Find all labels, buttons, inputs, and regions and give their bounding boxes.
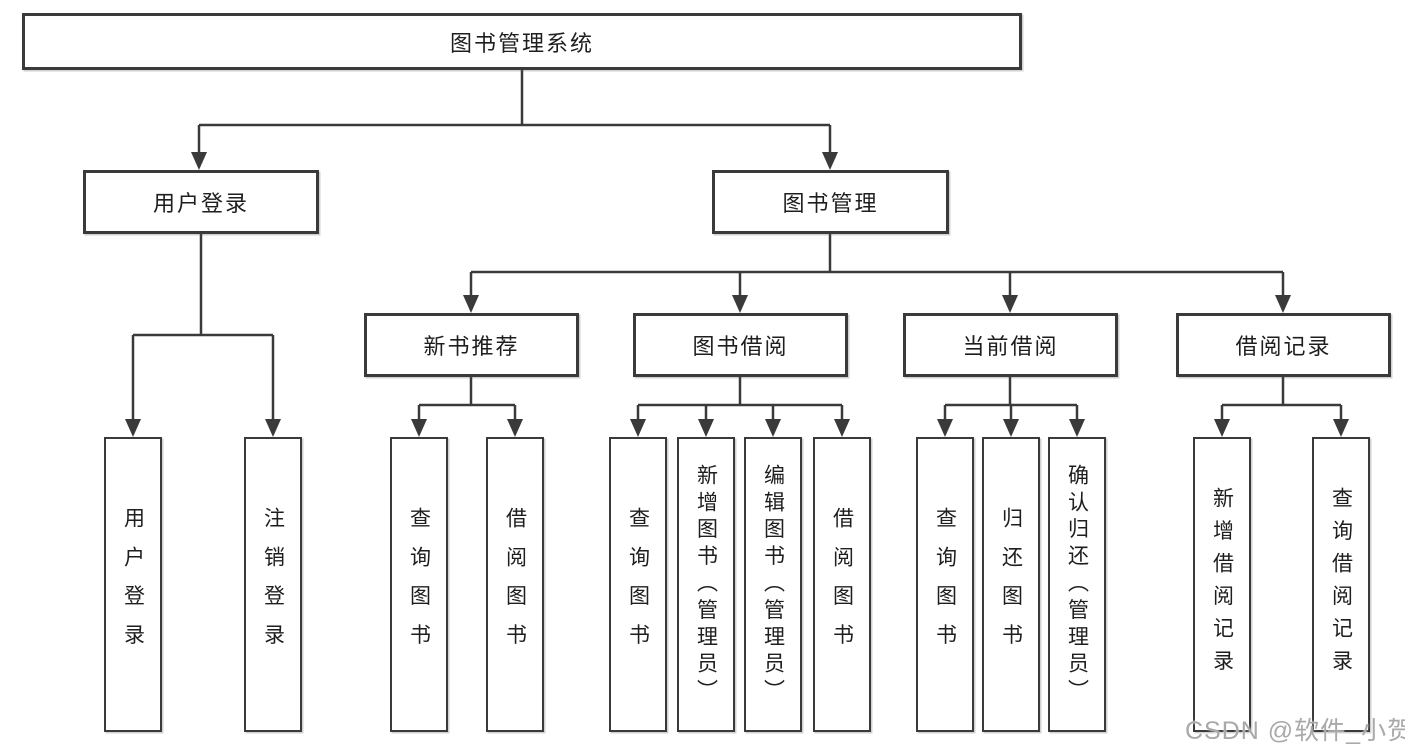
leaf-borrowing-add-books-admin: 新增图书（管理员） xyxy=(677,437,735,732)
node-borrowing-records-label: 借阅记录 xyxy=(1235,334,1332,359)
leaf-borrowing-edit-books-admin: 编辑图书（管理员） xyxy=(744,437,802,732)
connector-current-to-leaves xyxy=(943,377,1079,421)
leaf-current-query-books: 查询图书 xyxy=(916,437,974,732)
node-root-label: 图书管理系统 xyxy=(449,30,594,56)
node-book-management-label: 图书管理 xyxy=(782,191,879,216)
leaf-records-add-record: 新增借阅记录 xyxy=(1193,437,1251,732)
node-book-borrowing: 图书借阅 xyxy=(633,313,848,377)
leaf-borrowing-query-books-label: 查询图书 xyxy=(626,506,650,663)
node-current-borrowing: 当前借阅 xyxy=(903,313,1118,377)
node-root: 图书管理系统 xyxy=(22,13,1022,70)
connector-recommend-to-leaves xyxy=(417,377,517,421)
watermark-text: CSDN @软件_小贺同学 xyxy=(1185,717,1405,745)
leaf-borrowing-add-books-admin-label: 新增图书（管理员） xyxy=(694,463,718,706)
leaf-user-login: 用户登录 xyxy=(104,437,162,732)
connector-records-to-leaves xyxy=(1220,377,1343,421)
connector-mgmt-to-level3 xyxy=(469,234,1285,297)
node-new-book-recommendation: 新书推荐 xyxy=(364,313,579,377)
leaf-records-add-record-label: 新增借阅记录 xyxy=(1210,486,1234,683)
node-borrowing-records: 借阅记录 xyxy=(1176,313,1391,377)
leaf-current-confirm-return-admin: 确认归还（管理员） xyxy=(1048,437,1106,732)
node-book-borrowing-label: 图书借阅 xyxy=(692,334,789,359)
node-user-login: 用户登录 xyxy=(83,170,319,234)
leaf-user-login-label: 用户登录 xyxy=(121,506,145,663)
node-new-book-recommendation-label: 新书推荐 xyxy=(423,334,520,359)
leaf-recommend-borrow-books: 借阅图书 xyxy=(486,437,544,732)
connector-root-to-level2 xyxy=(197,70,832,154)
leaf-logout: 注销登录 xyxy=(244,437,302,732)
leaf-recommend-borrow-books-label: 借阅图书 xyxy=(503,506,527,663)
leaf-borrowing-edit-books-admin-label: 编辑图书（管理员） xyxy=(761,463,785,706)
node-book-management: 图书管理 xyxy=(712,170,949,234)
leaf-current-return-books: 归还图书 xyxy=(982,437,1040,732)
arrowheads xyxy=(125,152,1349,437)
leaf-borrowing-borrow-books: 借阅图书 xyxy=(813,437,871,732)
leaf-recommend-query-books: 查询图书 xyxy=(390,437,448,732)
leaf-records-query-record: 查询借阅记录 xyxy=(1312,437,1370,732)
node-current-borrowing-label: 当前借阅 xyxy=(962,334,1059,359)
node-user-login-label: 用户登录 xyxy=(152,191,249,216)
leaf-recommend-query-books-label: 查询图书 xyxy=(407,506,431,663)
leaf-current-confirm-return-admin-label: 确认归还（管理员） xyxy=(1065,463,1089,706)
leaf-current-return-books-label: 归还图书 xyxy=(999,506,1023,663)
leaf-records-query-record-label: 查询借阅记录 xyxy=(1329,486,1353,683)
connector-borrowing-to-leaves xyxy=(636,377,844,421)
leaf-current-query-books-label: 查询图书 xyxy=(933,506,957,663)
connector-login-to-leaves xyxy=(131,234,275,421)
leaf-logout-label: 注销登录 xyxy=(261,506,285,663)
leaf-borrowing-borrow-books-label: 借阅图书 xyxy=(830,506,854,663)
leaf-borrowing-query-books: 查询图书 xyxy=(609,437,667,732)
